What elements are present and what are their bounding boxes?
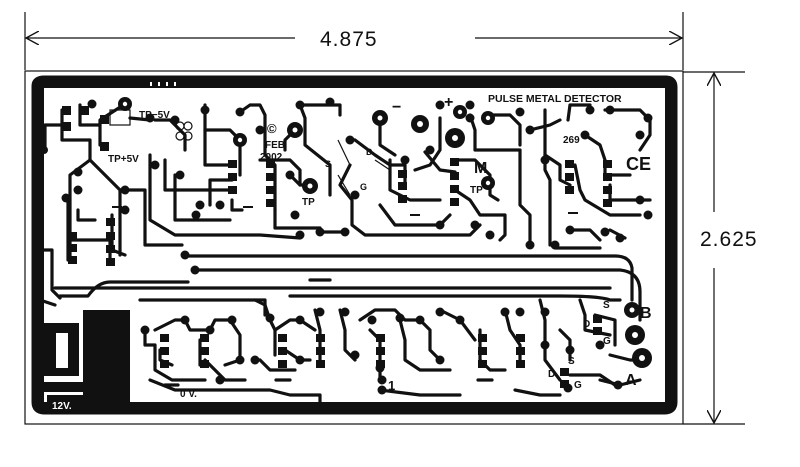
label-tp-2: TP: [470, 185, 483, 196]
label-tp-1: TP: [302, 197, 315, 208]
component-outline: [109, 109, 391, 196]
label-tp-plus: TP+5V: [108, 154, 139, 165]
dimension-height: 2.625: [683, 71, 758, 425]
label-tp-minus: TP−5V: [139, 110, 170, 121]
label-part-number: 269: [563, 135, 580, 146]
large-pads: [118, 97, 652, 368]
width-dimension-label: 4.875: [320, 28, 378, 51]
label-minus: −: [392, 99, 401, 116]
label-12v: 12V.: [52, 401, 72, 412]
label-m: M: [474, 160, 487, 177]
round-pads: [40, 97, 653, 395]
label-a: A: [625, 372, 637, 389]
ground-top-gaps: [150, 82, 176, 86]
label-s-2: S: [603, 300, 610, 311]
copyright-mark: ©: [267, 121, 277, 136]
label-g-3: G: [574, 380, 582, 391]
label-g-1: G: [360, 182, 367, 192]
height-dimension-label: 2.625: [700, 228, 758, 251]
label-d-2: D: [583, 319, 590, 330]
label-s-1: S: [325, 159, 331, 169]
label-d-1: D: [366, 147, 373, 157]
label-g-2: G: [603, 336, 611, 347]
dimension-width: 4.875: [24, 12, 684, 70]
label-1: 1: [388, 378, 395, 393]
ce-mark: CE: [626, 154, 651, 174]
power-pour: 12V.: [44, 310, 130, 413]
label-plus: +: [444, 94, 453, 111]
square-pads: [62, 106, 612, 388]
label-s-3: S: [568, 356, 575, 367]
board-title: PULSE METAL DETECTOR: [488, 93, 622, 105]
label-0v: 0 V.: [180, 389, 197, 400]
label-b: B: [640, 305, 652, 322]
minus-marks: [112, 206, 578, 216]
date-month: FEB: [265, 140, 285, 151]
label-d-3: D: [548, 369, 555, 380]
date-year: 2002: [260, 152, 283, 163]
